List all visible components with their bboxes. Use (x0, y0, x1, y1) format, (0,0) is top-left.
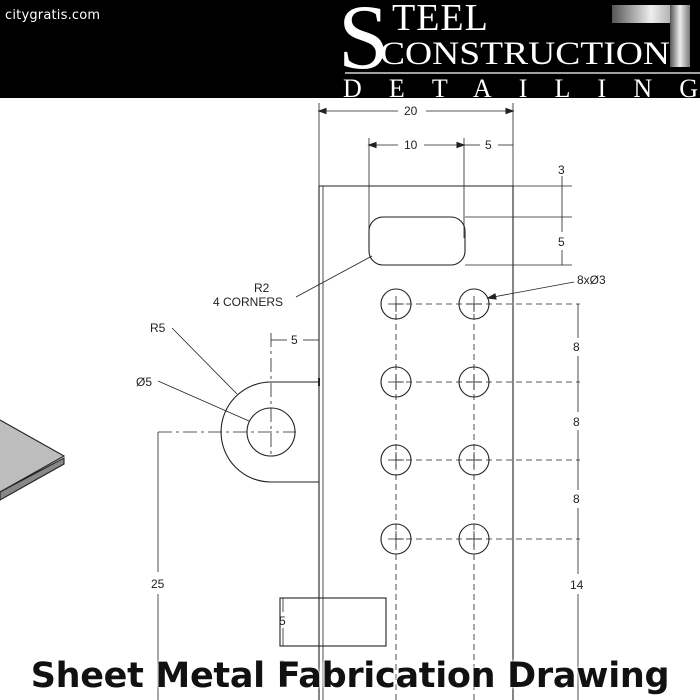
hole (380, 444, 412, 476)
fabrication-drawing: 20 10 5 3 5 R2 4 CORNERS 8xØ3 R5 5 Ø5 8 … (0, 103, 606, 700)
dim-label-tab-height: 25 (151, 577, 165, 591)
dim-label-tab-offset: 5 (291, 333, 298, 347)
leader-hole-pattern (487, 281, 575, 299)
arrow (456, 141, 466, 149)
dim-label-slot-top-gap: 3 (558, 163, 565, 177)
logo-post-icon (670, 5, 690, 67)
slot-cutout (368, 216, 466, 266)
hole (458, 523, 490, 555)
callout-tab-hole: Ø5 (136, 375, 152, 389)
iso-plate-edge (0, 457, 65, 501)
arrow (486, 293, 497, 300)
dim-label-slot-length: 10 (404, 138, 418, 152)
hole (380, 366, 412, 398)
dim-label-hole-bottom: 14 (570, 578, 584, 592)
arrow (367, 141, 377, 149)
dim-label-pitch-1: 8 (573, 340, 580, 354)
hole (458, 366, 490, 398)
iso-plate (0, 419, 66, 493)
hole (458, 444, 490, 476)
logo-line-2: CONSTRUCTION (380, 36, 670, 72)
dim-label-slot-offset: 5 (485, 138, 492, 152)
hole (458, 288, 490, 320)
dim-label-small-block-gap: 3 (279, 658, 286, 672)
hole-crosshairs (388, 296, 482, 547)
callout-corner-radius: R2 (254, 281, 270, 295)
leader-r5 (171, 327, 238, 395)
callout-corner-note: 4 CORNERS (213, 295, 283, 309)
arrow (505, 107, 515, 115)
dim-label-top-width: 20 (404, 104, 418, 118)
dim-label-pitch-2: 8 (573, 415, 580, 429)
leader-d5 (157, 380, 250, 422)
hole (380, 523, 412, 555)
logo-line-1: TEEL (392, 0, 489, 39)
leader-r2 (295, 255, 373, 298)
company-logo: S TEEL CONSTRUCTION DETAILING (338, 0, 700, 98)
caption-title: Sheet Metal Fabrication Drawing (30, 656, 670, 696)
callout-tab-radius: R5 (150, 321, 166, 335)
logo-line-3: DETAILING (343, 74, 698, 98)
hole (380, 288, 412, 320)
watermark-text: citygratis.com (5, 8, 101, 23)
dim-label-pitch-3: 8 (573, 492, 580, 506)
dim-label-slot-height: 5 (558, 235, 565, 249)
arrow (317, 107, 327, 115)
bottom-block (279, 597, 387, 647)
header-banner: citygratis.com S TEEL CONSTRUCTION DETAI… (0, 0, 700, 98)
callout-hole-pattern: 8xØ3 (577, 273, 606, 287)
dim-label-small-block: 5 (279, 614, 286, 628)
